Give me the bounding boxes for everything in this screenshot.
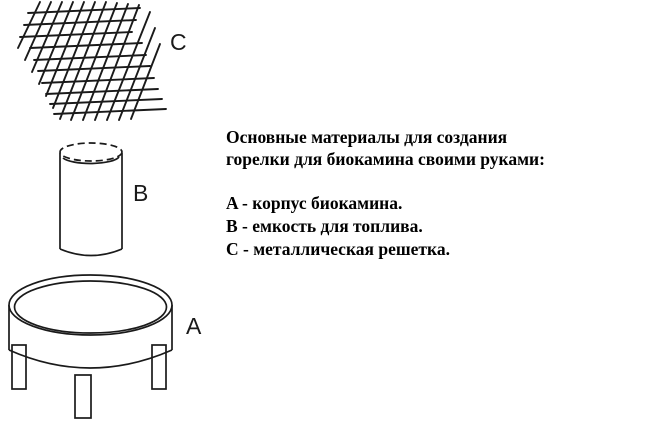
legend-item: C - металлическая решетка. (226, 239, 450, 259)
body-illustration (8, 274, 173, 419)
body-legs (11, 344, 167, 419)
mesh-diagonal-strands (17, 1, 161, 121)
caption-heading: Основные материалы для создания горелки … (226, 126, 636, 170)
cylinder-bottom-arc (59, 248, 123, 257)
legend-item: A - корпус биокамина. (226, 193, 403, 213)
caption-heading-line-2: горелки для биокамина своими руками: (226, 149, 545, 169)
part-label-body: A (186, 313, 202, 339)
part-label-mesh: C (170, 29, 187, 55)
body-leg-center (74, 374, 92, 419)
parts-illustration (8, 1, 173, 419)
cylinder-inner-lip (62, 156, 120, 165)
legend-list: A - корпус биокамина. B - емкость для то… (226, 192, 636, 261)
cylinder-top-rim-dashed (59, 142, 123, 162)
legend-item: B - емкость для топлива. (226, 216, 423, 236)
caption-block: Основные материалы для создания горелки … (226, 126, 636, 261)
part-label-cylinder: B (133, 180, 149, 206)
caption-heading-line-1: Основные материалы для создания (226, 127, 508, 147)
body-bottom-arc (8, 349, 173, 369)
body-rim-inner (13, 280, 168, 334)
cylinder-illustration (59, 142, 123, 257)
mesh-illustration (17, 1, 167, 121)
body-leg-right (151, 344, 167, 390)
